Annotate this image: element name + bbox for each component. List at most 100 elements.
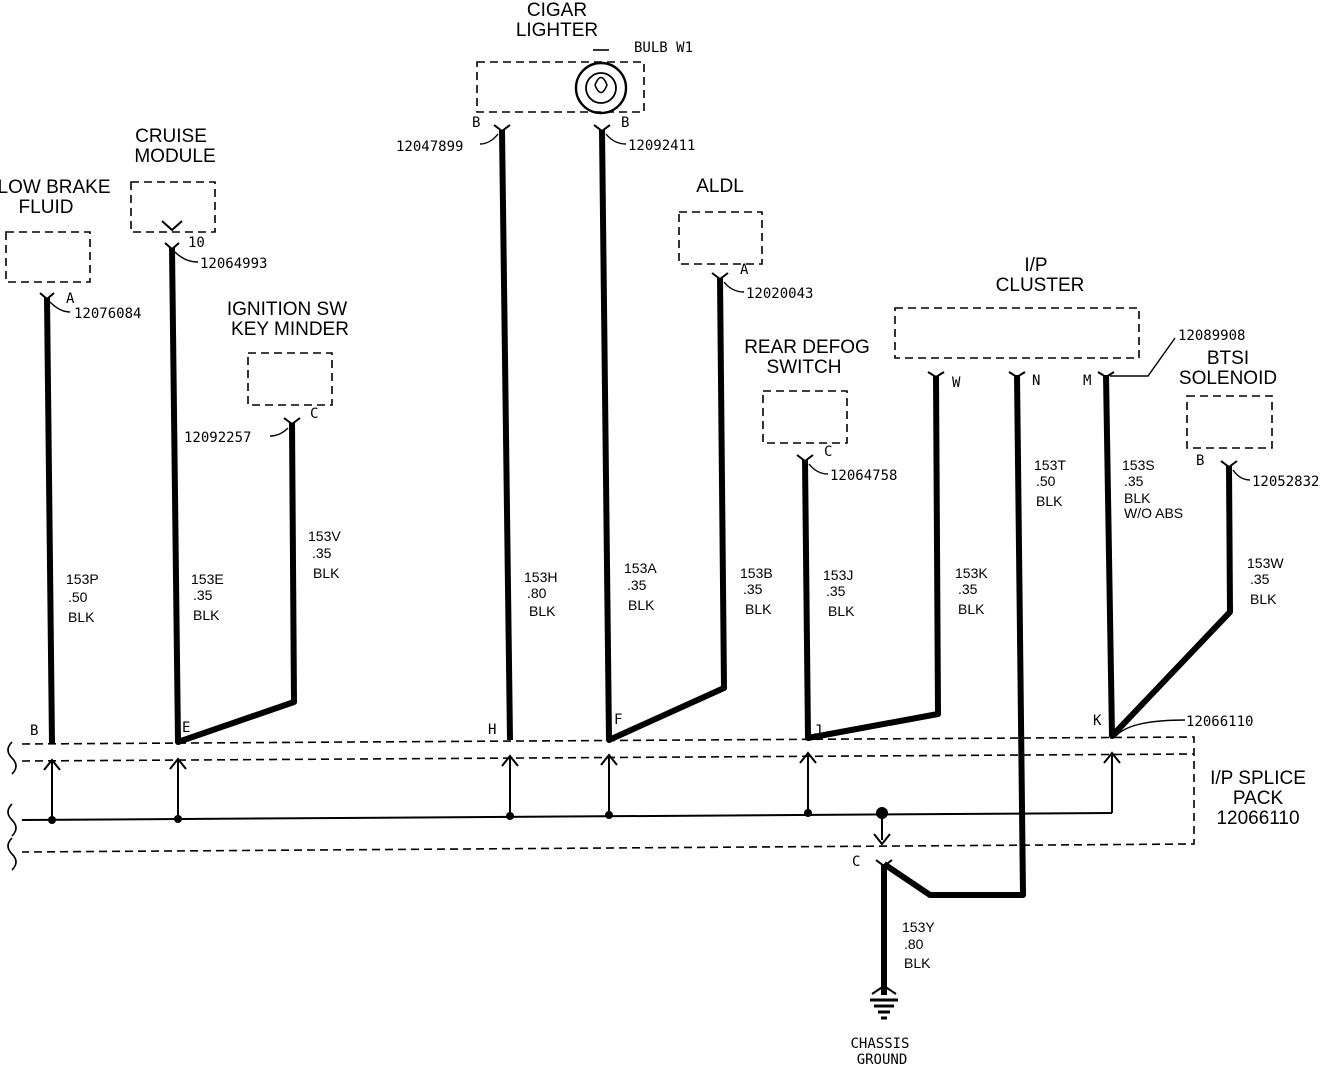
svg-text:153E: 153E — [191, 571, 224, 587]
pin-splice-f: F — [614, 712, 622, 728]
component-titles: CIGAR LIGHTER BULB W1 CRUISE MODULE LOW … — [0, 0, 1306, 1068]
svg-text:153Y: 153Y — [902, 919, 935, 935]
cruise-module-box — [130, 181, 216, 233]
pin-cluster-n: N — [1032, 373, 1040, 389]
svg-text:153B: 153B — [740, 565, 773, 581]
pin-ignition: C — [310, 406, 318, 422]
ignition-sw-title-2: KEY MINDER — [231, 319, 349, 340]
svg-text:153K: 153K — [955, 565, 988, 581]
pin-cigar-right: B — [621, 115, 629, 131]
svg-text:.35: .35 — [1250, 571, 1270, 587]
svg-text:.35: .35 — [826, 583, 846, 599]
pin-cluster-w: W — [952, 375, 961, 391]
svg-text:BLK: BLK — [828, 603, 855, 619]
pin-lowbrake: A — [66, 291, 75, 307]
wire-label-153k: 153K .35 BLK — [955, 565, 988, 617]
pin-defog: C — [824, 444, 832, 460]
connector-btsi: 12052832 — [1252, 474, 1319, 490]
svg-text:BLK: BLK — [529, 603, 556, 619]
svg-text:.35: .35 — [1124, 473, 1144, 489]
svg-text:BLK: BLK — [193, 607, 220, 623]
bulb-label: BULB W1 — [634, 40, 693, 56]
pin-letters: A 10 C B B A C W N M B B E H F J K C — [30, 115, 1204, 870]
pin-splice-k: K — [1093, 713, 1102, 729]
wires — [44, 129, 1233, 995]
connector-lowbrake: 12076084 — [74, 306, 141, 322]
pin-aldl: A — [740, 262, 749, 278]
svg-text:153W: 153W — [1247, 555, 1284, 571]
pin-cigar-left: B — [472, 115, 480, 131]
svg-text:.80: .80 — [904, 936, 924, 952]
wire-label-153y: 153Y .80 BLK — [902, 919, 935, 971]
splice-pack-title-2: PACK — [1233, 788, 1284, 809]
svg-text:.50: .50 — [68, 589, 88, 605]
connector-cigar-left: 12047899 — [396, 139, 463, 155]
low-brake-fluid-box — [5, 231, 91, 283]
wire-labels: 153P .50 BLK 153E .35 BLK 153V .35 BLK 1… — [66, 457, 1284, 971]
wire-label-153s: 153S .35 BLK W/O ABS — [1122, 457, 1183, 521]
wire-153s — [1103, 374, 1233, 739]
cigar-lighter-title: CIGAR — [527, 0, 587, 21]
svg-text:BLK: BLK — [958, 601, 985, 617]
aldl-box — [678, 211, 763, 265]
svg-text:BLK: BLK — [1036, 493, 1063, 509]
splice-pack-title: I/P SPLICE — [1210, 768, 1306, 789]
connector-ticks — [39, 124, 1238, 868]
svg-text:BLK: BLK — [628, 597, 655, 613]
wire-153t — [882, 374, 1026, 898]
svg-text:BLK: BLK — [1250, 591, 1277, 607]
cigar-lighter-box — [476, 61, 645, 113]
wire-label-153j: 153J .35 BLK — [823, 567, 855, 619]
svg-text:.50: .50 — [1036, 473, 1056, 489]
svg-text:.80: .80 — [527, 585, 547, 601]
svg-text:.35: .35 — [958, 581, 978, 597]
svg-text:BLK: BLK — [904, 955, 931, 971]
svg-text:153H: 153H — [524, 569, 557, 585]
wire-label-153w: 153W .35 BLK — [1247, 555, 1284, 607]
chassis-ground-title-2: GROUND — [857, 1052, 908, 1068]
pin-splice-e: E — [182, 720, 190, 736]
connector-cruise: 12064993 — [200, 256, 267, 272]
wire-label-153a: 153A .35 BLK — [624, 560, 657, 613]
pin-cluster-m: M — [1083, 373, 1091, 389]
btsi-title-2: SOLENOID — [1179, 368, 1277, 389]
btsi-title: BTSI — [1207, 348, 1249, 369]
wire-153h — [499, 129, 513, 741]
cigar-lighter-title-2: LIGHTER — [516, 20, 598, 41]
rear-defog-title-2: SWITCH — [767, 357, 842, 378]
svg-text:.35: .35 — [193, 587, 213, 603]
btsi-solenoid-box — [1186, 395, 1273, 449]
aldl-title: ALDL — [696, 176, 744, 197]
connector-aldl: 12020043 — [746, 286, 813, 302]
wire-label-153v: 153V .35 BLK — [308, 528, 341, 581]
ip-cluster-box — [894, 307, 1140, 359]
svg-text:153P: 153P — [66, 571, 99, 587]
wire-label-153e: 153E .35 BLK — [191, 571, 224, 623]
bulb-symbol — [574, 49, 628, 115]
rear-defog-box — [762, 390, 848, 444]
svg-text:153V: 153V — [308, 528, 341, 544]
wire-label-153h: 153H .80 BLK — [524, 569, 557, 619]
wire-153a — [599, 129, 727, 743]
pin-btsi: B — [1196, 453, 1204, 469]
cruise-module-title: CRUISE — [135, 126, 207, 147]
low-brake-fluid-title-2: FLUID — [19, 197, 74, 218]
wire-label-153p: 153P .50 BLK — [66, 571, 99, 625]
wire-153p — [44, 297, 55, 745]
svg-text:BLK: BLK — [1124, 490, 1151, 506]
ip-cluster-title-2: CLUSTER — [996, 275, 1085, 296]
svg-text:W/O ABS: W/O ABS — [1124, 505, 1183, 521]
connector-cigar-right: 12092411 — [628, 138, 695, 154]
splice-bus — [7, 741, 1121, 871]
connector-part-numbers: 12076084 12064993 12092257 12047899 1209… — [74, 138, 1319, 730]
connector-splice: 12066110 — [1186, 714, 1253, 730]
connector-defog: 12064758 — [830, 468, 897, 484]
wire-label-153t: 153T .50 BLK — [1034, 457, 1066, 509]
ignition-sw-box — [247, 352, 333, 406]
svg-text:BLK: BLK — [745, 601, 772, 617]
pin-splice-j: J — [814, 723, 822, 739]
svg-text:153J: 153J — [823, 567, 853, 583]
svg-text:BLK: BLK — [313, 565, 340, 581]
leader-lines — [49, 133, 1251, 737]
